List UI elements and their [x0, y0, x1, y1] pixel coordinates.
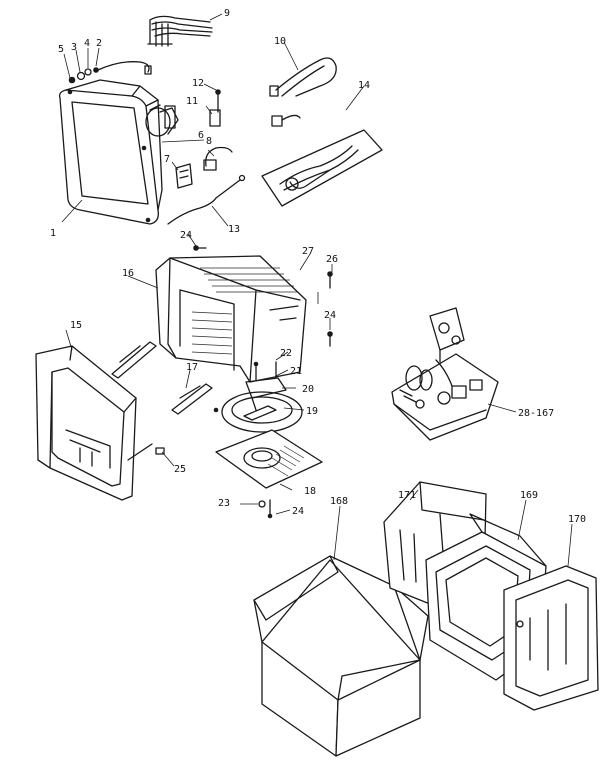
- callout-16: 16: [122, 268, 134, 279]
- callout-23: 23: [218, 498, 230, 509]
- callout-170: 170: [568, 514, 586, 525]
- callout-26: 26: [326, 254, 338, 265]
- cabinet-back: [155, 255, 307, 383]
- callout-20: 20: [302, 384, 314, 395]
- callout-3: 3: [71, 42, 77, 53]
- callout-27: 27: [302, 246, 314, 257]
- callout-18: 18: [304, 486, 316, 497]
- part-10-cable: [269, 57, 337, 127]
- picture-tube: [58, 79, 179, 225]
- part-7-bracket: [175, 163, 193, 189]
- swivel-base: [215, 361, 323, 519]
- callout-11: 11: [186, 96, 198, 107]
- callout-13: 13: [228, 224, 240, 235]
- screws: [193, 245, 333, 347]
- callout-21: 21: [290, 366, 302, 377]
- part-25: [127, 443, 165, 461]
- callout-24-base: 24: [292, 506, 304, 517]
- callout-8: 8: [206, 136, 212, 147]
- callout-19: 19: [306, 406, 318, 417]
- cable-harness: [147, 15, 213, 47]
- callout-15: 15: [70, 320, 82, 331]
- callout-171: 171: [398, 490, 416, 501]
- callout-24-right: 24: [324, 310, 336, 321]
- callout-labels: 1 2 3 4 5 6 7 8 9 10 11 12 13 14 15 16 1…: [50, 8, 586, 525]
- leader-lines: [61, 13, 573, 567]
- callout-6: 6: [198, 130, 204, 141]
- callout-28-167: 28-167: [518, 408, 554, 419]
- part-14-power-cord: [261, 129, 383, 207]
- part-13-wire: [167, 174, 246, 225]
- callout-17: 17: [186, 362, 198, 373]
- part-6: [203, 146, 233, 171]
- shipping-carton: [253, 555, 429, 757]
- callout-168: 168: [330, 496, 348, 507]
- callout-169: 169: [520, 490, 538, 501]
- callout-5: 5: [58, 44, 64, 55]
- side-brackets: [111, 341, 219, 415]
- callout-1: 1: [50, 228, 56, 239]
- callout-10: 10: [274, 36, 286, 47]
- callout-9: 9: [224, 8, 230, 19]
- callout-14: 14: [358, 80, 370, 91]
- packing-foam: [383, 481, 599, 711]
- callout-24-top: 24: [180, 230, 192, 241]
- circuit-board: [391, 307, 499, 441]
- callout-22: 22: [280, 348, 292, 359]
- callout-7: 7: [164, 154, 170, 165]
- small-hardware-2-5: [68, 61, 152, 84]
- callout-25: 25: [174, 464, 186, 475]
- callout-2: 2: [96, 38, 102, 49]
- front-bezel: [35, 345, 137, 501]
- part-11-12: [209, 89, 221, 127]
- callout-4: 4: [84, 38, 90, 49]
- callout-12: 12: [192, 78, 204, 89]
